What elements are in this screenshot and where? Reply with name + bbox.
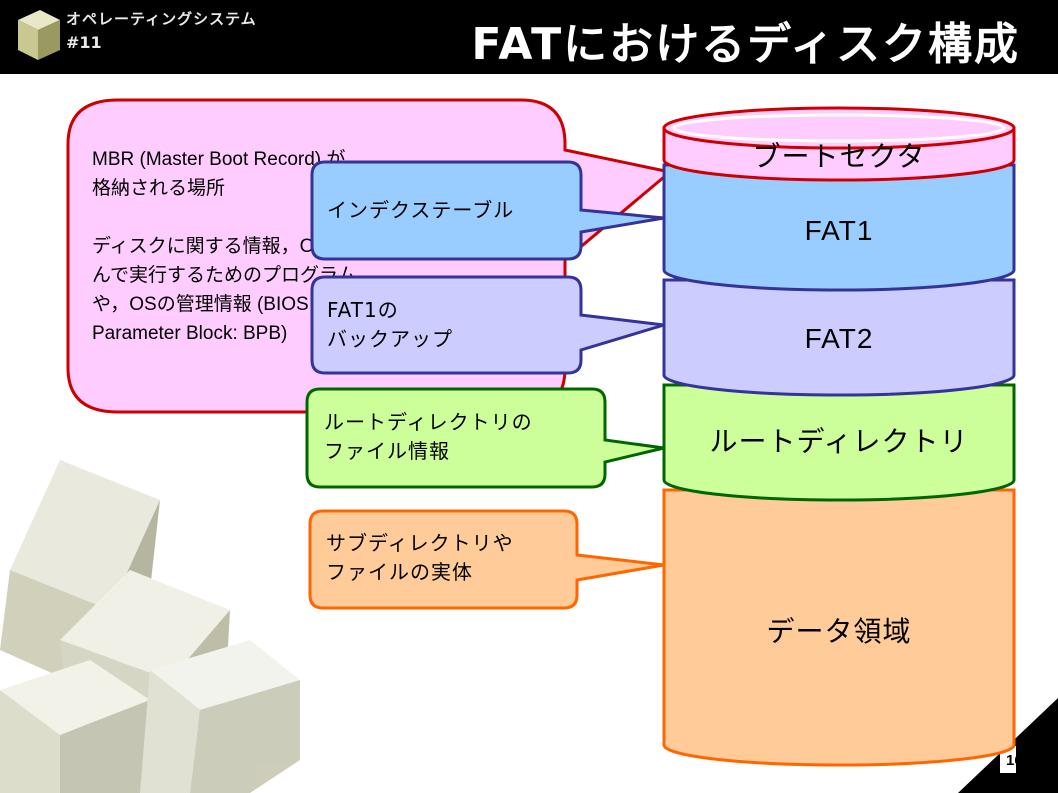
fat-backup-text: FAT1の バックアップ (327, 296, 453, 354)
fat1-layer (662, 163, 1016, 292)
index-table-callout (310, 160, 665, 261)
fat2-layer (662, 278, 1016, 397)
mbr-line-6: Parameter Block: BPB) (92, 323, 288, 344)
lecture-number: #11 (66, 33, 102, 52)
mbr-line-1: MBR (Master Boot Record) が (92, 149, 346, 170)
boot-sector-label: ブートセクタ (752, 140, 926, 173)
page-number: 16 (1006, 752, 1023, 769)
root-dir-line-1: ルートディレクトリの (324, 410, 533, 434)
mbr-line-4: んで実行するためのプログラム (92, 265, 357, 286)
data-area-line-2: ファイルの実体 (326, 560, 473, 584)
fat-backup-line-1: FAT1の (327, 298, 399, 322)
data-area-line-1: サブディレクトリや (326, 531, 514, 555)
slide-title: FATにおけるディスク構成 (471, 19, 1020, 70)
fat-backup-callout (310, 275, 665, 375)
root-directory-layer (662, 383, 1016, 502)
mbr-line-5: や，OSの管理情報 (BIOS (92, 294, 309, 315)
fat1-label: FAT1 (804, 215, 874, 246)
cube-logo-icon (18, 10, 60, 60)
root-directory-label: ルートディレクトリ (709, 425, 969, 458)
root-dir-text: ルートディレクトリの ファイル情報 (324, 408, 533, 466)
mbr-callout-text: MBR (Master Boot Record) が 格納される場所 ディスクに… (92, 145, 547, 375)
root-dir-callout (305, 387, 665, 489)
data-area-layer (662, 488, 1016, 767)
decorative-cubes (0, 460, 300, 793)
fat-backup-line-2: バックアップ (327, 327, 453, 351)
slide-header: オペレーティングシステム #11 FATにおけるディスク構成 (0, 0, 1058, 74)
data-area-callout (308, 509, 665, 610)
data-area-label: データ領域 (766, 615, 912, 648)
data-area-text: サブディレクトリや ファイルの実体 (326, 529, 514, 587)
fat2-label: FAT2 (804, 323, 874, 354)
mbr-line-2: 格納される場所 (92, 178, 226, 199)
course-name: オペレーティングシステム (66, 10, 257, 28)
root-dir-line-2: ファイル情報 (324, 439, 450, 463)
index-table-text: インデクステーブル (327, 198, 515, 222)
